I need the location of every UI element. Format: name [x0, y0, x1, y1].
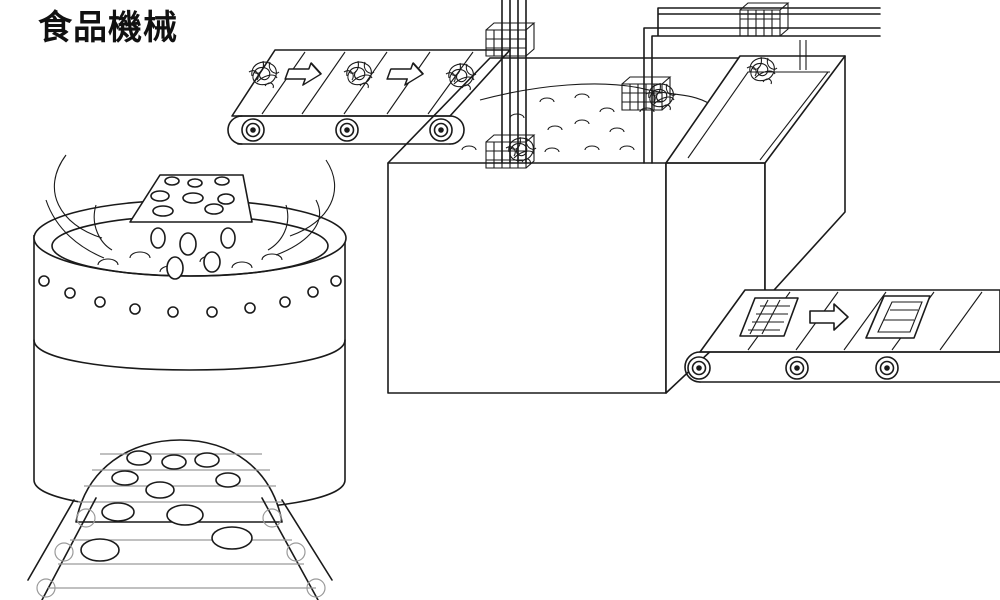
page-title: 食品機械: [38, 8, 178, 48]
top-conveyor: [227, 49, 511, 145]
cooling-tray: [665, 40, 846, 301]
steamer-drum: [27, 154, 347, 600]
bottom-right-conveyor: [684, 289, 1000, 383]
